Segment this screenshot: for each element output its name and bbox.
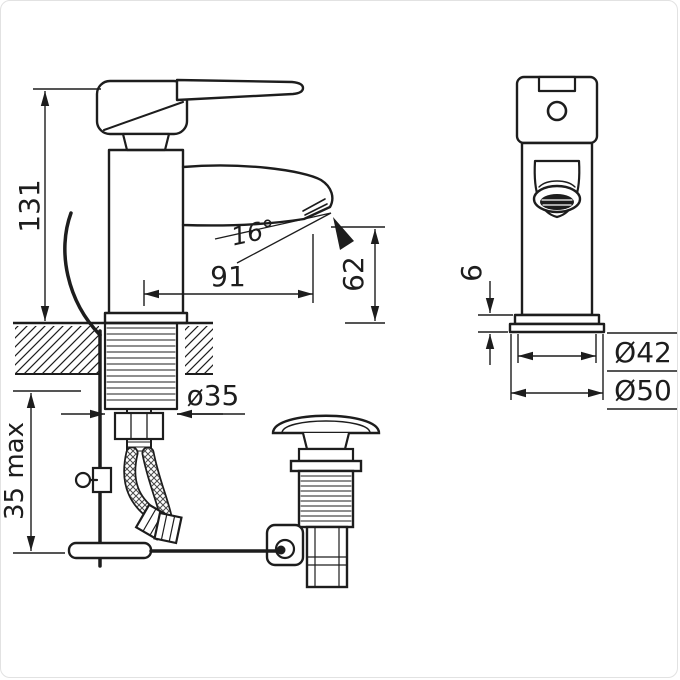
- dim-label-base-step: 6: [455, 264, 488, 282]
- popup-rod-curve: [63, 211, 102, 337]
- dim-label-mounting-max: 35 max: [1, 422, 30, 520]
- dim-50-ext: [510, 334, 604, 400]
- drain-dome: [271, 414, 381, 435]
- dimensions-front: [13, 88, 385, 554]
- linkage-ball: [276, 545, 286, 555]
- side-handle-notch: [537, 75, 577, 93]
- side-aerator-dark: [540, 194, 574, 210]
- drain-dome-inner: [281, 420, 371, 434]
- dim-label-reach: 91: [210, 260, 246, 293]
- drain-threads: [300, 475, 352, 522]
- drain-tail-rings: [306, 556, 348, 566]
- drain-flange: [289, 459, 363, 473]
- counter-section: [13, 321, 213, 375]
- front-view: [95, 78, 334, 325]
- dim-label-flange-diameter: Ø50: [614, 374, 672, 407]
- flex-hose-right: [141, 446, 173, 524]
- mounting-nut-facets: [130, 412, 148, 440]
- popup-rod-assembly: [63, 211, 286, 568]
- faucet-body: [107, 148, 185, 315]
- counter-hatch-left: [15, 326, 99, 374]
- counter-hatch-right: [185, 326, 213, 374]
- dim-label-base-diameter: Ø42: [614, 336, 672, 369]
- spout: [181, 164, 334, 227]
- hose-nut-right: [153, 511, 183, 545]
- dim-label-hole-diameter: ø35: [187, 379, 240, 412]
- side-spout-shade: [538, 180, 576, 188]
- dim-label-height: 131: [13, 179, 46, 232]
- handle-hub-line: [103, 101, 184, 131]
- handle-lever: [175, 78, 305, 102]
- side-handle-hole: [546, 100, 568, 122]
- aerator-lines: [302, 198, 328, 216]
- base-plate: [103, 311, 189, 325]
- side-aerator-lines: [541, 199, 573, 206]
- dim-6-ext: [478, 314, 513, 333]
- spout-pointer-arrow: [333, 217, 354, 250]
- side-base-step2: [508, 322, 606, 334]
- rod-knob: [74, 471, 92, 489]
- dim-label-spout-height: 62: [337, 256, 370, 292]
- dim-35max-ext: [13, 390, 81, 554]
- side-view: [508, 75, 606, 334]
- side-base-step1: [513, 313, 601, 326]
- dim-42-ext: [517, 334, 597, 363]
- under-counter: [103, 321, 183, 545]
- dim-angle-lines: [214, 212, 332, 264]
- handle-hub: [95, 79, 189, 136]
- drain-stem: [301, 431, 351, 451]
- popup-lever: [67, 541, 153, 560]
- shank-outline: [103, 321, 179, 411]
- drain-assembly: [265, 414, 381, 589]
- dimensions-side: [478, 281, 677, 410]
- dim-label-shelves: [607, 332, 677, 410]
- drain-threaded-body: [297, 469, 355, 529]
- shank-threads: [106, 327, 176, 401]
- drain-collar: [297, 447, 355, 463]
- cartridge-collar: [121, 132, 171, 152]
- mounting-nut: [113, 411, 165, 441]
